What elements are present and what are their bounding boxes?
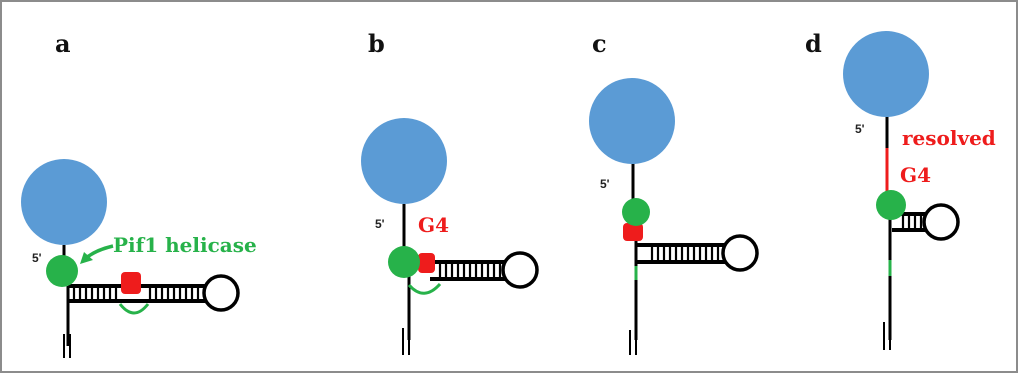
hairpin-loop-a <box>202 274 240 312</box>
bead-d <box>843 31 929 117</box>
duplex-rungs-b <box>438 262 502 279</box>
hairpin-loop-d <box>922 203 960 241</box>
panel-c: c 5' <box>589 29 759 355</box>
helicase-arrow-line <box>84 244 114 260</box>
hairpin-loop-c <box>721 234 759 272</box>
helicase-c <box>622 198 650 226</box>
five-prime-label-a: 5' <box>32 251 42 265</box>
bead-a <box>21 159 107 245</box>
panel-d: d 5' resolved G4 <box>805 29 996 350</box>
duplex-rungs-c <box>650 245 720 262</box>
five-prime-label-d: 5' <box>855 122 865 136</box>
bead-b <box>361 118 447 204</box>
panel-a: a 5' <box>21 29 257 358</box>
bead-c <box>589 78 675 164</box>
resolved-label: resolved <box>902 126 996 150</box>
g4-label-d: G4 <box>900 163 931 187</box>
helicase-label: Pif1 helicase <box>113 233 257 257</box>
helicase-arrow-head <box>80 252 93 264</box>
g4-structure-c <box>623 223 643 241</box>
ssdna-loop-a <box>118 303 150 315</box>
five-prime-label-c: 5' <box>600 177 610 191</box>
g4-structure-a <box>121 272 141 294</box>
helicase-d <box>876 190 906 220</box>
g4-structure-b <box>418 253 435 273</box>
ssdna-loop-b <box>407 282 442 295</box>
helicase-b <box>388 246 420 278</box>
hairpin-loop-b <box>501 251 539 289</box>
duplex-rungs-d <box>901 214 923 230</box>
five-prime-label-b: 5' <box>375 217 385 231</box>
duplex-rungs-a-left <box>72 286 118 301</box>
duplex-rungs-a-right <box>148 286 200 301</box>
panel-label-c: c <box>592 29 607 58</box>
panel-b: b 5' G4 <box>361 29 539 355</box>
panel-label-b: b <box>368 29 385 58</box>
helicase-a <box>46 255 78 287</box>
g4-label-b: G4 <box>418 213 449 237</box>
panel-label-a: a <box>55 29 71 58</box>
panel-label-d: d <box>805 29 822 58</box>
